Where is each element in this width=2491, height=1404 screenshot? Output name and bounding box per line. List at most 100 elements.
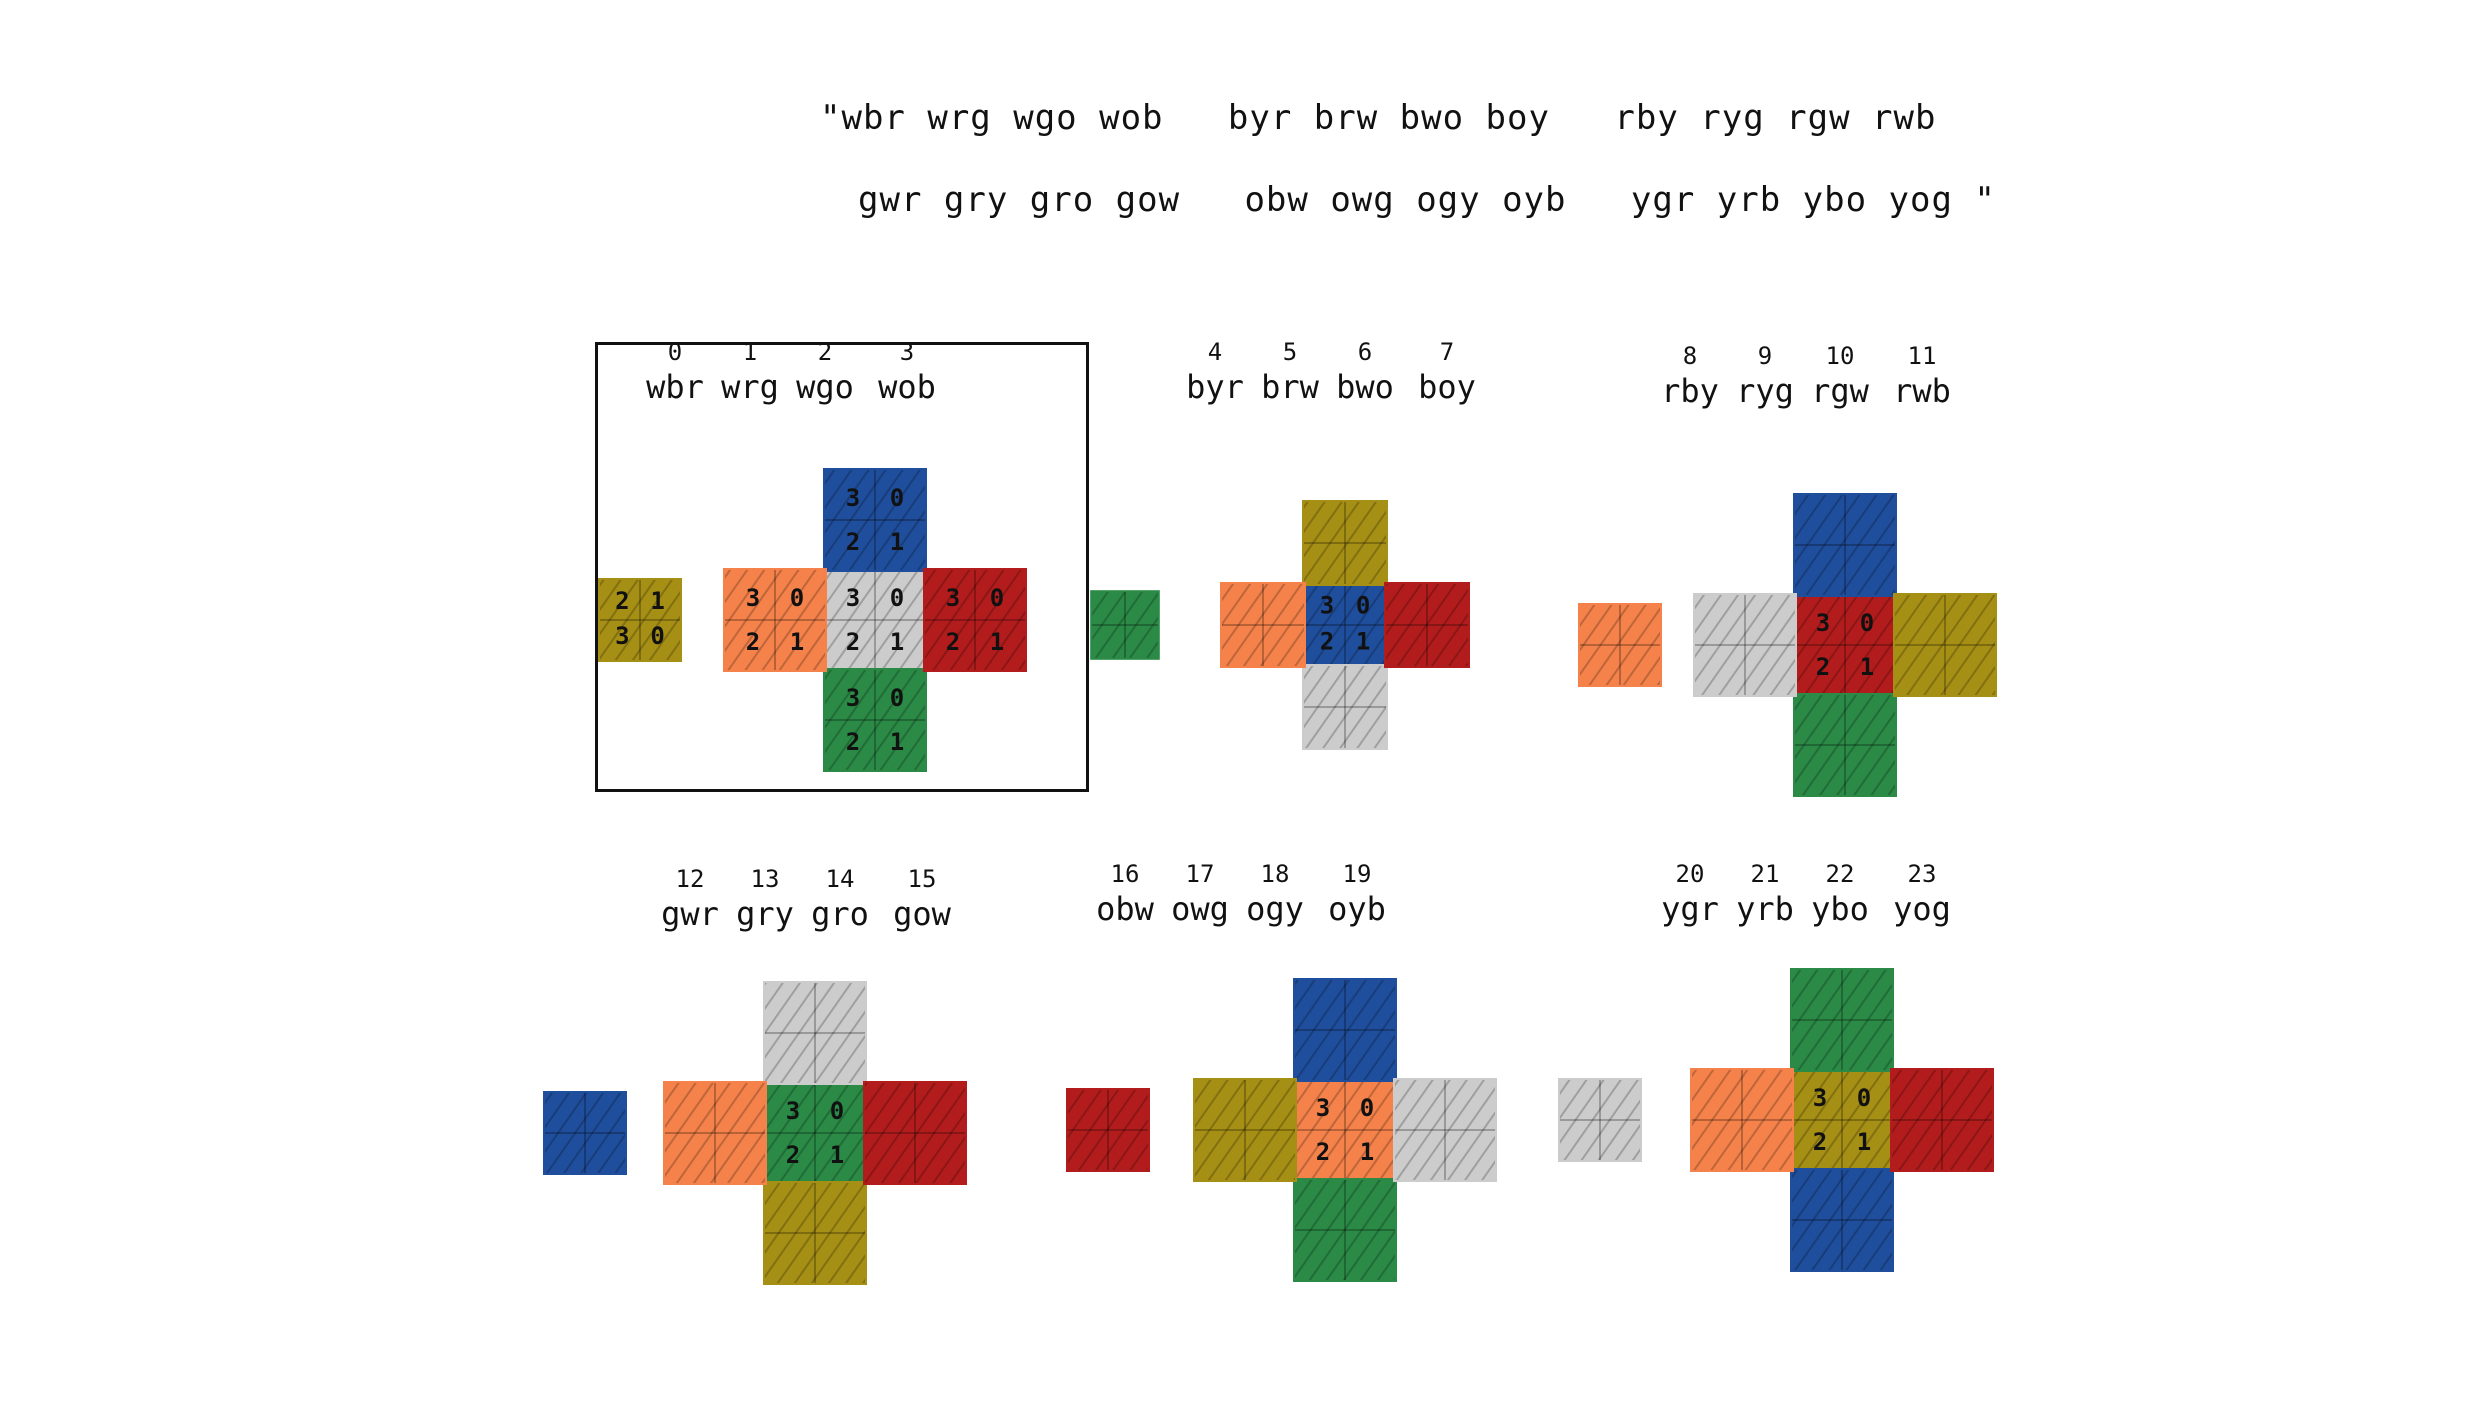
face-center-sticker-number: 0: [1860, 609, 1874, 637]
corner-label: byr: [1186, 368, 1244, 406]
corner-number: 16: [1111, 860, 1140, 888]
face-center-sticker-number: 2: [1316, 1138, 1330, 1166]
corner-number: 22: [1826, 860, 1855, 888]
face-down-sticker-number: 2: [846, 728, 860, 756]
face-up: [1293, 978, 1397, 1082]
face-down-sticker-number: 3: [846, 684, 860, 712]
corner-number: 1: [743, 338, 757, 366]
corner-number: 5: [1283, 338, 1297, 366]
face-far: [1558, 1078, 1642, 1162]
face-center-sticker-number: 2: [786, 1141, 800, 1169]
corner-label: brw: [1261, 368, 1320, 406]
face-left: [663, 1081, 767, 1185]
corner-label: ygr: [1661, 890, 1719, 928]
corner-label: owg: [1171, 890, 1229, 928]
face-center-sticker-number: 1: [830, 1141, 844, 1169]
face-center-sticker-number: 2: [1320, 628, 1334, 656]
face-far-sticker-number: 0: [650, 622, 664, 650]
face-left: [1693, 593, 1797, 697]
face-center-sticker-number: 3: [786, 1097, 800, 1125]
corner-label: rby: [1661, 372, 1719, 410]
corner-label: wob: [878, 368, 936, 406]
corner-label: gwr: [661, 895, 719, 933]
face-up-sticker-number: 2: [846, 528, 860, 556]
corner-label: wgo: [796, 368, 854, 406]
face-center-sticker-number: 1: [1860, 653, 1874, 681]
corner-label: oyb: [1328, 890, 1386, 928]
face-down: 3 0 2 1: [823, 668, 927, 772]
face-down-sticker-number: 0: [890, 684, 904, 712]
face-right-sticker-number: 1: [990, 628, 1004, 656]
face-far: [1578, 603, 1662, 687]
corner-label: gow: [893, 895, 952, 933]
face-up-sticker-number: 1: [890, 528, 904, 556]
corner-label: ryg: [1736, 372, 1794, 410]
corner-number: 14: [826, 865, 855, 893]
face-center-sticker-number: 2: [1816, 653, 1830, 681]
corner-number: 15: [908, 865, 937, 893]
face-far-sticker-number: 1: [650, 587, 664, 615]
corner-number: 13: [751, 865, 780, 893]
face-center-sticker-number: 0: [830, 1097, 844, 1125]
face-center-sticker-number: 0: [1857, 1084, 1871, 1112]
face-far: [543, 1091, 627, 1175]
corner-label: wbr: [646, 368, 704, 406]
face-up-sticker-number: 0: [890, 484, 904, 512]
face-up-sticker-number: 3: [846, 484, 860, 512]
face-center-sticker-number: 1: [1857, 1128, 1871, 1156]
face-right: [1384, 582, 1470, 668]
face-left: [1690, 1068, 1794, 1172]
face-center-sticker-number: 2: [846, 628, 860, 656]
face-center-sticker-number: 1: [1356, 628, 1370, 656]
face-center-sticker-number: 0: [1360, 1094, 1374, 1122]
face-up: [1790, 968, 1894, 1072]
face-right: [1393, 1078, 1497, 1182]
corner-label: boy: [1418, 368, 1476, 406]
face-center-sticker-number: 3: [1316, 1094, 1330, 1122]
corner-number: 9: [1758, 342, 1772, 370]
corner-number: 11: [1908, 342, 1937, 370]
corner-number: 18: [1261, 860, 1290, 888]
face-up: [1302, 500, 1388, 586]
face-center-sticker-number: 1: [1360, 1138, 1374, 1166]
face-right-sticker-number: 2: [946, 628, 960, 656]
corner-label: bwo: [1336, 368, 1394, 406]
corner-number: 2: [818, 338, 832, 366]
face-far-sticker-number: 2: [615, 587, 629, 615]
face-up: [763, 981, 867, 1085]
highlight-frame: [595, 342, 1089, 792]
face-right-sticker-number: 3: [946, 584, 960, 612]
corner-number: 6: [1358, 338, 1372, 366]
corner-label: rgw: [1811, 372, 1870, 410]
face-up: 3 0 2 1: [823, 468, 927, 572]
face-right: [863, 1081, 967, 1185]
corner-number: 3: [900, 338, 914, 366]
corner-number: 10: [1826, 342, 1855, 370]
corner-number: 19: [1343, 860, 1372, 888]
face-left: [1193, 1078, 1297, 1182]
face-right: [1890, 1068, 1994, 1172]
face-center-sticker-number: 3: [1816, 609, 1830, 637]
face-center-sticker-number: 3: [1813, 1084, 1827, 1112]
corner-label: obw: [1096, 890, 1155, 928]
face-down-sticker-number: 1: [890, 728, 904, 756]
face-left-sticker-number: 3: [746, 584, 760, 612]
face-center-sticker-number: 3: [1320, 592, 1334, 620]
face-left-sticker-number: 2: [746, 628, 760, 656]
corner-number: 0: [668, 338, 682, 366]
corner-number: 4: [1208, 338, 1222, 366]
quote-line-2: gwr gry gro gow obw owg ogy oyb ygr yrb …: [858, 180, 1996, 220]
face-center-sticker-number: 0: [890, 584, 904, 612]
corner-label: yog: [1893, 890, 1951, 928]
face-center-sticker-number: 3: [846, 584, 860, 612]
corner-number: 7: [1440, 338, 1454, 366]
face-center-sticker-number: 2: [1813, 1128, 1827, 1156]
face-left-sticker-number: 0: [790, 584, 804, 612]
face-far: [1066, 1088, 1150, 1172]
